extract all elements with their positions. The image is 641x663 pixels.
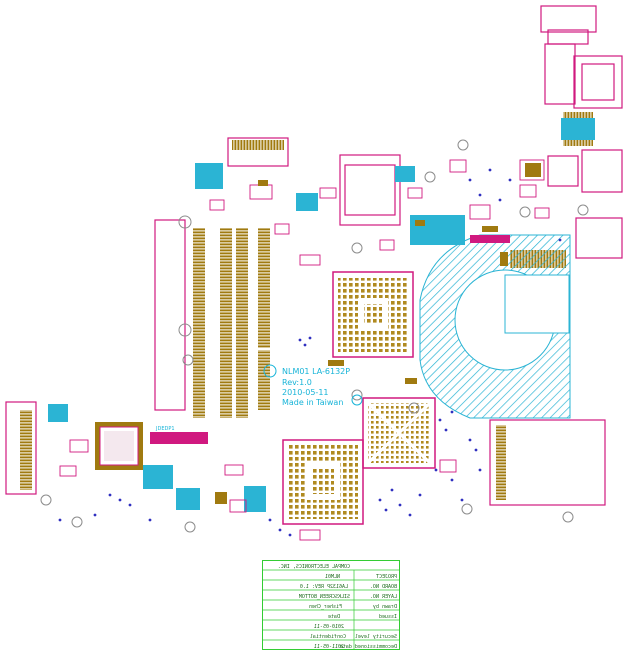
title-row-7-label: Security level — [355, 634, 397, 640]
title-row-1-value: NLM01 — [325, 574, 340, 580]
title-row-8-label: Decommissioned date — [340, 644, 397, 650]
ec-qfp-chip — [95, 422, 143, 470]
board-date: 2010-05-11 — [282, 388, 329, 397]
silkscreen-labels: NLM01 LA-6132P Rev:1.0 2010-05-11 Made i… — [263, 364, 363, 407]
copper-pads — [215, 163, 541, 504]
vias — [58, 168, 562, 537]
title-row-5-label: Issued — [379, 614, 397, 620]
passive-components — [59, 159, 550, 541]
connector-jdedp1 — [150, 432, 208, 444]
cpu-bga — [332, 271, 414, 358]
cyan-block-7 — [176, 488, 200, 510]
cyan-block-1 — [195, 163, 223, 189]
heatsink-area — [339, 154, 401, 226]
title-row-4-label: Drawn by — [373, 604, 397, 610]
title-row-8-value: 2011-05-11 — [314, 644, 344, 650]
cyan-block-6 — [143, 465, 173, 489]
usb-connector-top — [540, 5, 623, 109]
title-row-4-value: Fisher_Chen — [309, 604, 342, 610]
cyan-block-4 — [395, 166, 415, 182]
battery-connector — [227, 137, 289, 167]
connector-fill-top — [561, 112, 595, 146]
rj45-connector — [547, 149, 623, 259]
dimm-slots — [154, 215, 270, 418]
cyan-block-2 — [410, 215, 465, 245]
title-row-7-value: Confidential — [310, 634, 346, 640]
title-block-frame: COMPAL ELECTRONICS, INC. PROJECT NLM01 B… — [262, 560, 400, 650]
mounting-holes — [40, 139, 589, 533]
title-row-6-value: 2010-05-11 — [314, 624, 344, 630]
chipset-bga — [362, 397, 436, 469]
cyan-block-5 — [48, 404, 68, 422]
board-model: NLM01 LA-6132P — [282, 367, 350, 376]
cyan-block-3 — [296, 193, 318, 211]
title-row-1-label: PROJECT — [376, 574, 397, 580]
title-row-2-value: LA6132P REV: 1.0 — [300, 584, 348, 590]
title-row-0-value: COMPAL ELECTRONICS, INC. — [278, 564, 350, 570]
title-row-3-label: LAYER NO. — [370, 594, 397, 600]
title-row-3-value: SILKSCREEN_BOTTOM — [299, 594, 350, 600]
ul-mark-icon — [263, 364, 277, 378]
connector-strip-mid — [470, 235, 510, 243]
card-reader-slot — [489, 419, 606, 506]
fan-cutout — [504, 274, 570, 334]
left-io-connector — [5, 401, 37, 495]
title-row-2-label: BOARD NO. — [370, 584, 397, 590]
title-block: COMPAL ELECTRONICS, INC. PROJECT NLM01 B… — [262, 560, 400, 650]
connector-label: JDEDP1 — [155, 426, 175, 432]
cyan-block-8 — [244, 486, 266, 512]
title-row-5-value: Date — [328, 614, 340, 620]
board-origin: Made in Taiwan — [282, 398, 343, 407]
board-revision: Rev:1.0 — [282, 378, 312, 387]
gpu-bga — [282, 439, 364, 525]
recycle-mark-icon — [351, 394, 363, 406]
